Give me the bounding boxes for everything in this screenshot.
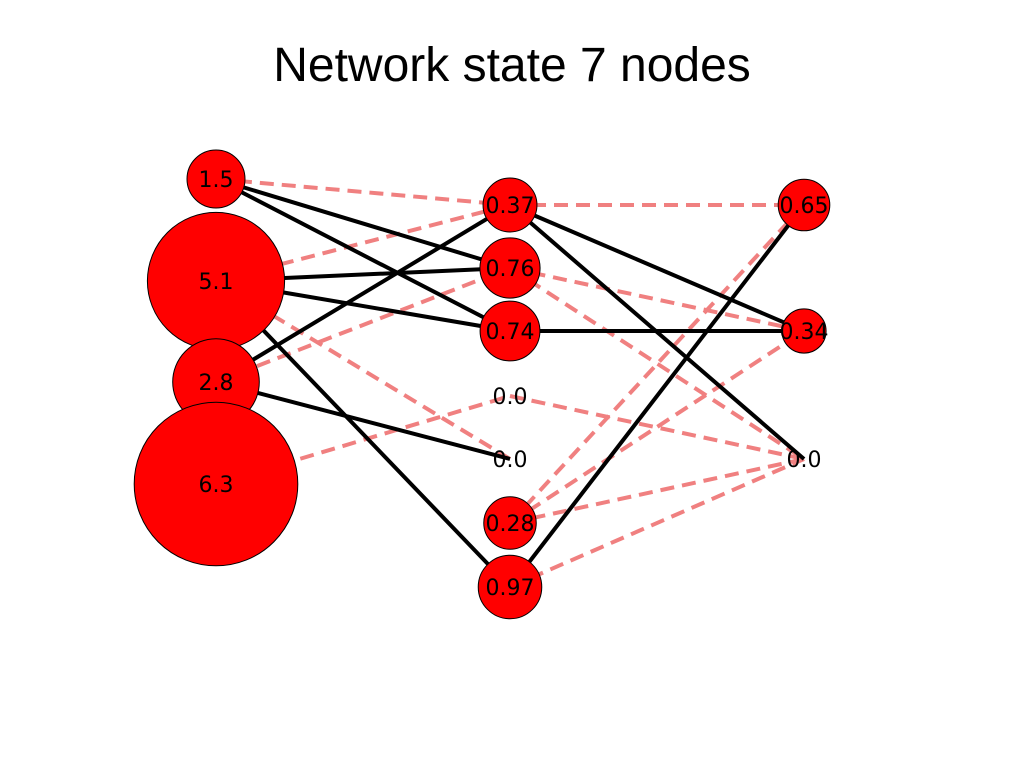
- node-circle: [186, 149, 246, 209]
- edge-m6-r2: [508, 329, 806, 525]
- node-circle: [781, 308, 827, 354]
- node-label: 0.97: [486, 576, 535, 601]
- edge-m6-r3: [509, 457, 805, 525]
- node-layer: 1.5 5.1 2.8 6.3 0.37 0.76 0.74 0.0 0.0 0.28 0.97 0.…: [133, 149, 831, 620]
- edge-m2-r3: [508, 266, 806, 461]
- node-label: 0.65: [780, 194, 829, 219]
- node-circle: [477, 554, 543, 620]
- node-circle: [777, 178, 831, 232]
- node-m4: 0.0: [493, 385, 528, 410]
- node-m5: 0.0: [493, 448, 528, 473]
- edge-l3-m2: [215, 266, 511, 384]
- edge-l3-m1: [214, 203, 512, 384]
- node-m1: 0.37: [482, 177, 538, 233]
- node-circle: [483, 496, 537, 550]
- node-label: 5.1: [199, 270, 234, 295]
- edge-m7-r3: [509, 457, 805, 589]
- node-m2: 0.76: [479, 237, 541, 299]
- edge-l1-m2: [215, 177, 511, 270]
- edge-m7-r1: [508, 203, 806, 589]
- node-label: 6.3: [199, 473, 234, 498]
- node-r3: 0.0: [787, 448, 822, 473]
- node-r2: 0.34: [780, 308, 829, 354]
- node-m6: 0.28: [483, 496, 537, 550]
- edge-m1-r2: [509, 203, 805, 333]
- edge-m4-r3: [509, 394, 805, 461]
- node-label: 0.37: [486, 194, 535, 219]
- node-l1: 1.5: [186, 149, 246, 209]
- node-label: 2.8: [199, 371, 234, 396]
- edge-m2-r2: [509, 266, 805, 333]
- node-label: 0.0: [493, 385, 528, 410]
- slide-title: Network state 7 nodes: [273, 39, 751, 92]
- node-l3: 2.8: [172, 338, 260, 426]
- edge-l1-m1: [215, 177, 511, 207]
- node-label: 0.74: [486, 320, 535, 345]
- node-m7: 0.97: [477, 554, 543, 620]
- node-circle: [479, 237, 541, 299]
- node-l2: 5.1: [146, 211, 286, 351]
- node-l4: 6.3: [133, 401, 299, 567]
- node-label: 1.5: [199, 168, 234, 193]
- node-circle: [479, 300, 541, 362]
- node-label: 0.0: [493, 448, 528, 473]
- edge-l1-m3: [215, 177, 511, 333]
- node-label: 0.76: [486, 257, 535, 282]
- edge-l2-m7: [214, 279, 512, 589]
- node-label: 0.34: [780, 320, 829, 345]
- edge-m6-r1: [508, 203, 806, 525]
- node-circle: [133, 401, 299, 567]
- node-label: 0.0: [787, 448, 822, 473]
- node-r1: 0.65: [777, 178, 831, 232]
- edge-l3-m5: [215, 380, 511, 461]
- node-label: 0.28: [486, 512, 535, 537]
- node-circle: [482, 177, 538, 233]
- node-m3: 0.74: [479, 300, 541, 362]
